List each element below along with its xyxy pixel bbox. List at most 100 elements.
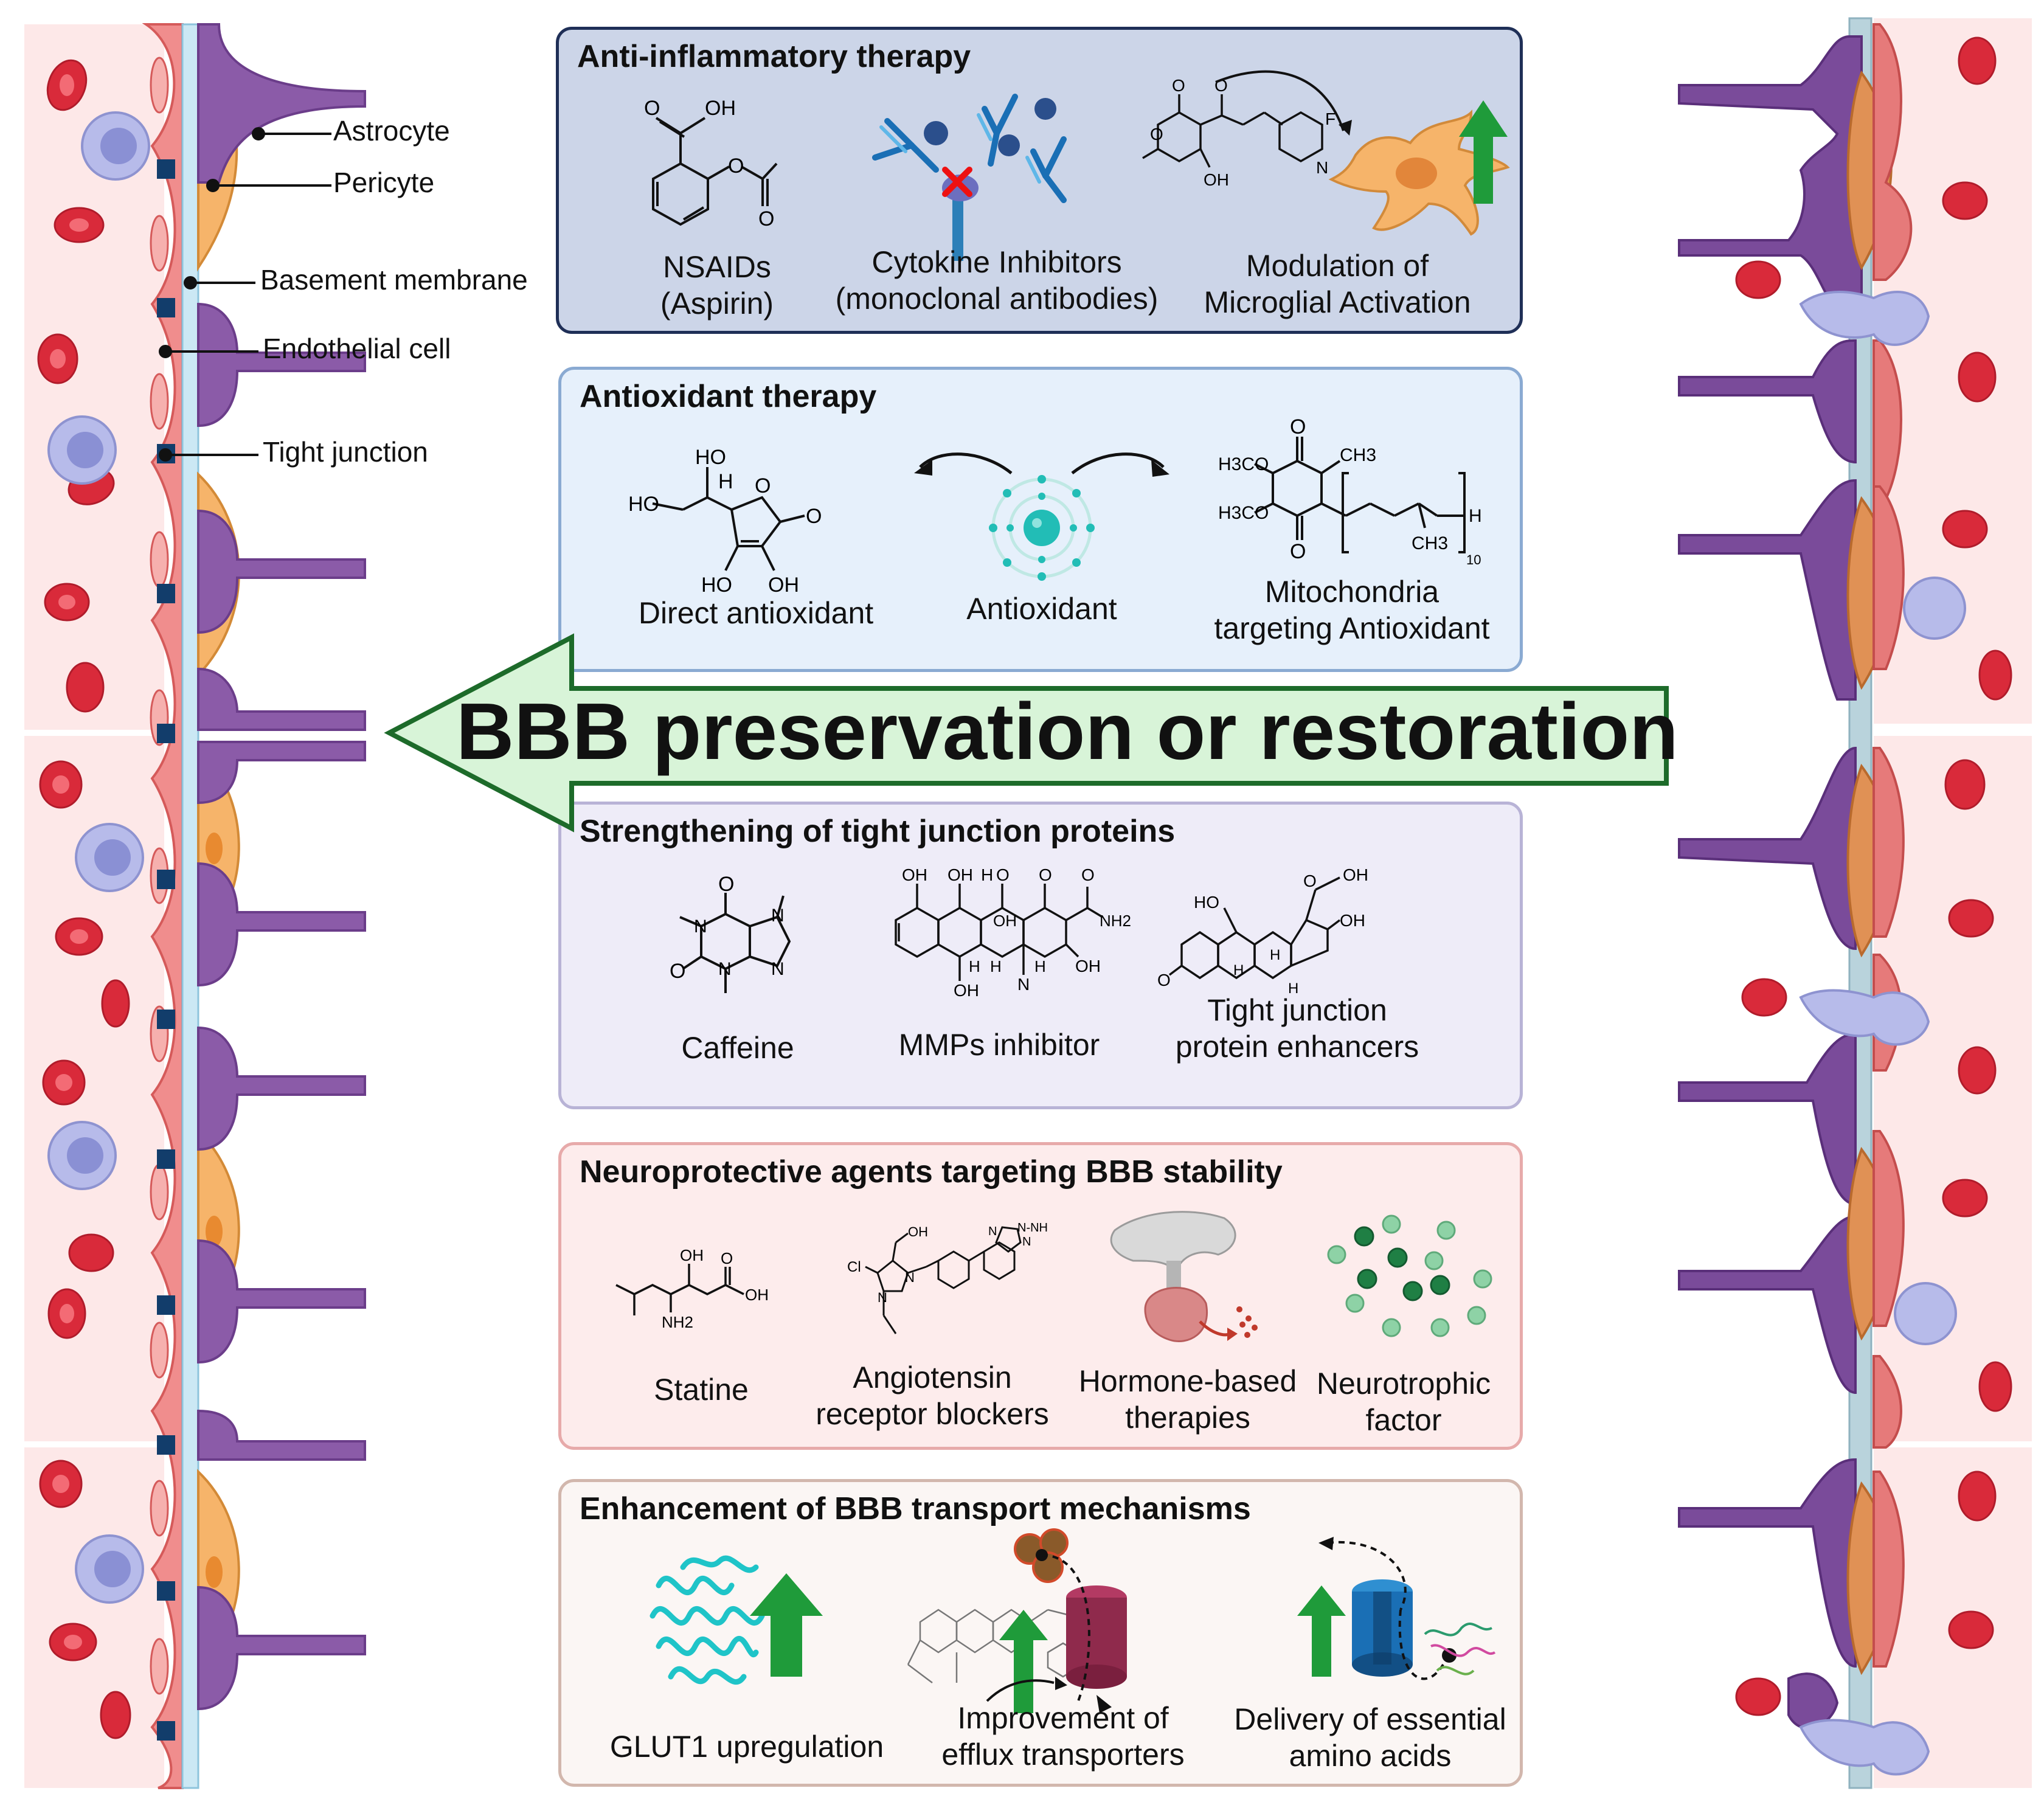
aspirin-o-label: O xyxy=(644,97,660,120)
label-microglial-modulation: Modulation of Microglial Activation xyxy=(1204,249,1471,319)
panel-antioxidant: Antioxidant therapy HO HO H O O HO OH Di… xyxy=(558,367,1523,672)
caffeine-n-label: N xyxy=(694,916,707,937)
ascorbic-o-label: O xyxy=(806,505,822,528)
ascorbic-ho-label: HO xyxy=(628,493,659,516)
steroid-ho-label: HO xyxy=(1194,893,1219,912)
label-glut1: GLUT1 upregulation xyxy=(609,1730,884,1764)
arb-n-label: N xyxy=(988,1225,997,1238)
label-amino-acids: Delivery of essential amino acids xyxy=(1234,1702,1506,1773)
label-mmps-inhibitor: MMPs inhibitor xyxy=(898,1028,1100,1062)
tetracycline-oh-label: OH xyxy=(902,865,927,884)
tetracycline-h-label: H xyxy=(981,865,993,884)
amino-acid-transporter-icon xyxy=(1297,1537,1496,1680)
statine-oh-label: OH xyxy=(745,1286,769,1304)
coq10-o-label: O xyxy=(1290,540,1306,563)
banner-text: BBB preservation or restoration xyxy=(456,687,1679,776)
panel-title: Strengthening of tight junction proteins xyxy=(580,814,1176,849)
panel-transport: Enhancement of BBB transport mechanisms … xyxy=(558,1479,1523,1787)
label-angiotensin-blockers: Angiotensin receptor blockers xyxy=(816,1360,1049,1431)
tetracycline-h-label: H xyxy=(969,957,980,975)
label-efflux-transporters: Improvement of efflux transporters xyxy=(941,1701,1185,1772)
microglia-o-label: O xyxy=(1172,76,1185,95)
label-mitochondria-antioxidant: Mitochondria targeting Antioxidant xyxy=(1214,575,1490,645)
caffeine-o-label: O xyxy=(718,873,734,896)
steroid-h-label: H xyxy=(1233,962,1244,979)
antibody-icon xyxy=(872,94,1067,261)
tetracycline-h-label: H xyxy=(990,957,1002,975)
tetracycline-oh-label: OH xyxy=(993,912,1017,930)
label-nsaids: NSAIDs (Aspirin) xyxy=(660,250,774,320)
hormone-gland-icon xyxy=(1110,1211,1258,1342)
right-damaged-vessel-illustration xyxy=(1678,17,2032,1789)
aspirin-structure: O OH O O xyxy=(644,97,778,230)
ascorbic-ho-label: HO xyxy=(695,446,726,469)
caffeine-structure: O O N N N N xyxy=(670,873,791,993)
statine-o-label: O xyxy=(721,1249,733,1267)
ascorbic-acid-structure: HO HO H O O HO OH xyxy=(628,446,822,597)
arb-n-label: N xyxy=(1022,1235,1031,1249)
label-cytokine-inhibitors: Cytokine Inhibitors (monoclonal antibodi… xyxy=(835,245,1159,316)
steroid-o-label: O xyxy=(1303,871,1317,890)
coq10-h3co-label: H3CO xyxy=(1218,503,1269,523)
left-vessel-illustration xyxy=(24,23,366,1789)
tetracycline-n-label: N xyxy=(1017,975,1030,994)
aspirin-o-label: O xyxy=(758,207,774,230)
ascorbic-o-label: O xyxy=(755,474,771,497)
panel-neuroprotective: Neuroprotective agents targeting BBB sta… xyxy=(558,1142,1523,1450)
panel-title: Neuroprotective agents targeting BBB sta… xyxy=(580,1154,1283,1190)
legend-tight-junction: Tight junction xyxy=(263,436,428,468)
microglia-f-label: F xyxy=(1325,109,1336,128)
label-direct-antioxidant: Direct antioxidant xyxy=(638,596,874,630)
statine-structure: OH O OH NH2 xyxy=(615,1246,769,1331)
caffeine-n-label: N xyxy=(771,906,785,926)
tetracycline-oh-label: OH xyxy=(1075,957,1101,975)
arb-oh-label: OH xyxy=(908,1224,928,1239)
tetracycline-o-label: O xyxy=(1039,865,1052,884)
legend-pericyte: Pericyte xyxy=(333,167,435,198)
arb-structure: OH Cl N N N-NH N N xyxy=(847,1221,1048,1334)
panel-title: Antioxidant therapy xyxy=(580,379,877,414)
steroid-o-label: O xyxy=(1157,971,1171,989)
microglia-o-label: O xyxy=(1150,125,1163,144)
glut1-protein-icon xyxy=(650,1555,823,1685)
steroid-oh-label: OH xyxy=(1340,911,1365,930)
efflux-transporter-icon xyxy=(907,1528,1127,1713)
aspirin-oh-label: OH xyxy=(705,97,736,120)
microglia-oh-label: OH xyxy=(1204,170,1229,189)
caffeine-n-label: N xyxy=(718,959,732,979)
legend-endothelial-cell: Endothelial cell xyxy=(263,333,451,364)
panel-title: Anti-inflammatory therapy xyxy=(577,39,971,74)
microglia-modulator-structure: O O O OH F N xyxy=(1142,70,1510,236)
panel-title: Enhancement of BBB transport mechanisms xyxy=(580,1491,1251,1526)
coq10-ch3-label: CH3 xyxy=(1412,533,1448,553)
legend-astrocyte: Astrocyte xyxy=(333,115,450,147)
coq10-h-label: H xyxy=(1469,506,1482,526)
tetracycline-nh2-label: NH2 xyxy=(1100,912,1131,930)
label-hormone-therapies: Hormone-based therapies xyxy=(1078,1364,1297,1435)
microglia-n-label: N xyxy=(1316,158,1328,177)
neurotrophic-factor-icon xyxy=(1327,1214,1492,1337)
panel-anti-inflammatory: Anti-inflammatory therapy O OH O O NSAID… xyxy=(556,27,1523,334)
tetracycline-oh-label: OH xyxy=(948,865,973,884)
caffeine-o-label: O xyxy=(670,960,685,983)
coq10-ch3-label: CH3 xyxy=(1340,445,1376,465)
label-neurotrophic-factor: Neurotrophic factor xyxy=(1316,1367,1491,1437)
ascorbic-ho-label: HO xyxy=(701,573,732,597)
steroid-structure: O HO O OH OH H H H xyxy=(1157,865,1368,997)
arb-n-label: N xyxy=(905,1270,915,1285)
caffeine-n-label: N xyxy=(771,959,785,979)
arb-cl-label: Cl xyxy=(847,1259,861,1275)
tetracycline-oh-label: OH xyxy=(954,981,979,1000)
ascorbic-h-label: H xyxy=(718,470,733,493)
panel-tight-junction: Strengthening of tight junction proteins… xyxy=(558,802,1523,1109)
legend-basement-membrane: Basement membrane xyxy=(260,264,528,296)
label-caffeine: Caffeine xyxy=(681,1031,794,1065)
tetracycline-o-label: O xyxy=(1081,865,1095,884)
coq10-subscript-label: 10 xyxy=(1466,552,1481,567)
steroid-h-label: H xyxy=(1270,947,1280,963)
arb-nnh-label: N-NH xyxy=(1017,1221,1048,1235)
aspirin-o-label: O xyxy=(728,154,744,178)
tetracycline-structure: OH OH H O O O NH2 OH OH OH H H N H xyxy=(895,865,1131,1000)
steroid-oh-label: OH xyxy=(1343,865,1368,884)
statine-nh2-label: NH2 xyxy=(662,1313,693,1331)
